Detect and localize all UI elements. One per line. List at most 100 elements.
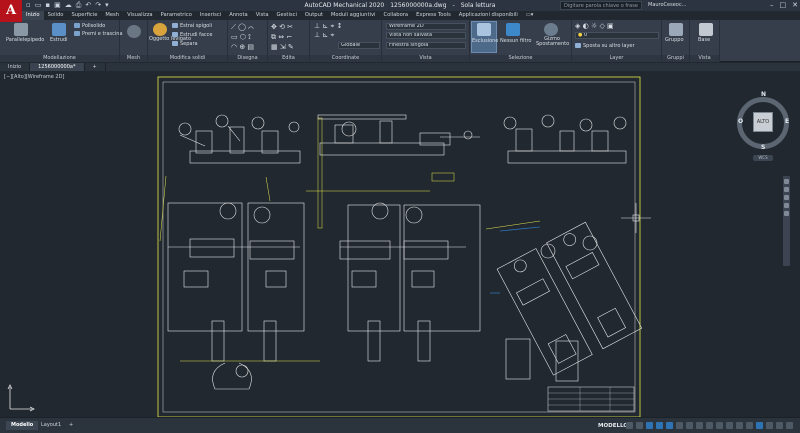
otrack-icon[interactable]: [676, 422, 683, 429]
cloud-icon[interactable]: ☁: [64, 1, 72, 9]
group-icon[interactable]: [669, 23, 683, 36]
panel-title-vista-base[interactable]: Vista: [690, 55, 719, 62]
osnap-icon[interactable]: [666, 422, 673, 429]
tab-superficie[interactable]: Superficie: [71, 12, 98, 18]
viewport-config-dropdown[interactable]: Finestra singola: [386, 42, 466, 49]
tab-visualizza[interactable]: Visualizza: [127, 12, 153, 18]
maximize-icon[interactable]: □: [779, 1, 787, 9]
polar-icon[interactable]: [656, 422, 663, 429]
ucs-tools[interactable]: ⊥ ⊾ ⌖ ↕: [314, 22, 343, 30]
isolate-objects-icon[interactable]: [756, 422, 763, 429]
box-icon[interactable]: [14, 23, 28, 36]
tab-gestisci[interactable]: Gestisci: [276, 12, 297, 18]
tab-annota[interactable]: Annota: [229, 12, 248, 18]
filter-icon[interactable]: [506, 23, 520, 36]
panel-title-modellazione[interactable]: Modellazione: [0, 55, 119, 62]
print-icon[interactable]: ⎙: [75, 1, 82, 9]
gizmo-button[interactable]: Gizmo Spostamento: [536, 36, 570, 47]
transparency-icon[interactable]: [696, 422, 703, 429]
panel-title-vista[interactable]: Vista: [382, 55, 469, 62]
selection-cycling-icon[interactable]: [706, 422, 713, 429]
draw-tools[interactable]: ⟋ ◯ ⌒: [231, 23, 254, 31]
panel-title-layer[interactable]: Layer: [572, 55, 661, 62]
ribbon-toggle-icon[interactable]: ▭▾: [525, 12, 534, 18]
ortho-icon[interactable]: [646, 422, 653, 429]
panel-title-gruppi[interactable]: Gruppi: [662, 55, 689, 62]
snap-icon[interactable]: [636, 422, 643, 429]
grid-icon[interactable]: [626, 422, 633, 429]
tab-solido[interactable]: Solido: [47, 12, 64, 18]
edit-tools-2[interactable]: ⧉ ⇔ ⌐: [271, 33, 293, 41]
edit-tools-3[interactable]: ▦ ⇲ ✎: [271, 43, 294, 51]
undo-icon[interactable]: ↶: [85, 1, 92, 9]
oggetto-levigato-button[interactable]: Oggetto levigato: [149, 36, 191, 42]
estrudi-facce-button[interactable]: Estrudi facce: [172, 32, 213, 38]
smooth-object-icon[interactable]: [153, 23, 167, 36]
tab-express-tools[interactable]: Express Tools: [416, 12, 451, 18]
user-account[interactable]: MauroCeseoc...: [648, 2, 687, 8]
new-file-icon[interactable]: ▫: [26, 1, 31, 9]
mesh-icon[interactable]: [127, 25, 141, 38]
nessun-filtro-button[interactable]: Nessun filtro: [500, 38, 532, 44]
viewcube-top-face[interactable]: ALTO: [753, 112, 773, 132]
premi-trascina-button[interactable]: Premi e trascina: [74, 31, 123, 37]
drawing-area[interactable]: [−][Alto][Wireframe 2D]: [0, 71, 800, 417]
doc-tab-inizio[interactable]: Inizio: [0, 63, 31, 71]
minimize-icon[interactable]: –: [770, 1, 774, 9]
panel-title-modifica-solidi[interactable]: Modifica solidi: [148, 55, 227, 62]
compass-n[interactable]: N: [761, 91, 767, 98]
panel-title-disegna[interactable]: Disegna: [228, 55, 267, 62]
zoom-icon[interactable]: [784, 195, 789, 200]
layout-tab-layout1[interactable]: Layout1: [41, 422, 62, 428]
open-file-icon[interactable]: ▭: [34, 1, 42, 9]
workspace-icon[interactable]: ▾: [105, 1, 109, 9]
workspace-gear-icon[interactable]: [726, 422, 733, 429]
polisolido-button[interactable]: Polisolido: [74, 23, 105, 29]
tab-moduli-aggiuntivi[interactable]: Moduli aggiuntivi: [330, 12, 376, 18]
panel-title-selezione[interactable]: Selezione: [470, 55, 571, 62]
parallelepipedo-button[interactable]: Parallelepipedo: [6, 37, 45, 43]
units-icon[interactable]: [746, 422, 753, 429]
close-icon[interactable]: ✕: [792, 1, 798, 9]
tab-vista[interactable]: Vista: [255, 12, 269, 18]
saved-view-dropdown[interactable]: Vista non salvata: [386, 32, 466, 39]
edit-tools[interactable]: ✥ ⟲ ✂: [271, 23, 294, 31]
panel-title-coordinate[interactable]: Coordinate: [310, 55, 381, 62]
tab-applicazioni[interactable]: Applicazioni disponibili: [458, 12, 518, 18]
layer-dropdown[interactable]: ● 0: [575, 32, 659, 39]
base-button[interactable]: Base: [698, 37, 711, 43]
annotation-scale-icon[interactable]: [716, 422, 723, 429]
base-view-icon[interactable]: [699, 23, 713, 36]
hardware-acceleration-icon[interactable]: [766, 422, 773, 429]
tab-output[interactable]: Output: [304, 12, 323, 18]
search-input[interactable]: Digitare parola chiave o frase: [560, 1, 642, 10]
navigation-bar[interactable]: [783, 176, 790, 266]
compass-e[interactable]: E: [785, 118, 790, 125]
panel-title-edita[interactable]: Edita: [268, 55, 309, 62]
compass-s[interactable]: S: [761, 144, 766, 151]
wcs-menu[interactable]: WCS: [753, 155, 773, 161]
ucs-tools-2[interactable]: ⊥ ⊾ ⌖: [314, 31, 335, 39]
gruppo-button[interactable]: Gruppo: [665, 37, 684, 43]
lineweight-icon[interactable]: [686, 422, 693, 429]
layout-tab-modello[interactable]: Modello: [6, 421, 39, 430]
viewport-controls[interactable]: [−][Alto][Wireframe 2D]: [4, 74, 65, 80]
clean-screen-icon[interactable]: [776, 422, 783, 429]
tab-mesh[interactable]: Mesh: [105, 12, 120, 18]
model-space-toggle[interactable]: MODELLO: [598, 423, 628, 429]
estrudi-button[interactable]: Estrudi: [50, 37, 68, 43]
draw-tools-3[interactable]: ◠ ⊕ ▤: [231, 43, 255, 51]
tab-parametrico[interactable]: Parametrico: [160, 12, 192, 18]
save-as-icon[interactable]: ▣: [54, 1, 61, 9]
redo-icon[interactable]: ↷: [95, 1, 102, 9]
viewcube-compass[interactable]: [737, 97, 789, 149]
customization-menu-icon[interactable]: [786, 422, 793, 429]
ucs-dropdown[interactable]: Globale: [338, 42, 380, 49]
annotation-monitor-icon[interactable]: [736, 422, 743, 429]
doc-tab-add[interactable]: +: [85, 63, 106, 71]
visual-style-dropdown[interactable]: Wireframe 2D: [386, 23, 466, 30]
estrai-spigoli-button[interactable]: Estrai spigoli: [172, 23, 212, 29]
tab-collabora[interactable]: Collabora: [383, 12, 409, 18]
showmotion-icon[interactable]: [784, 211, 789, 216]
pan-icon[interactable]: [784, 187, 789, 192]
